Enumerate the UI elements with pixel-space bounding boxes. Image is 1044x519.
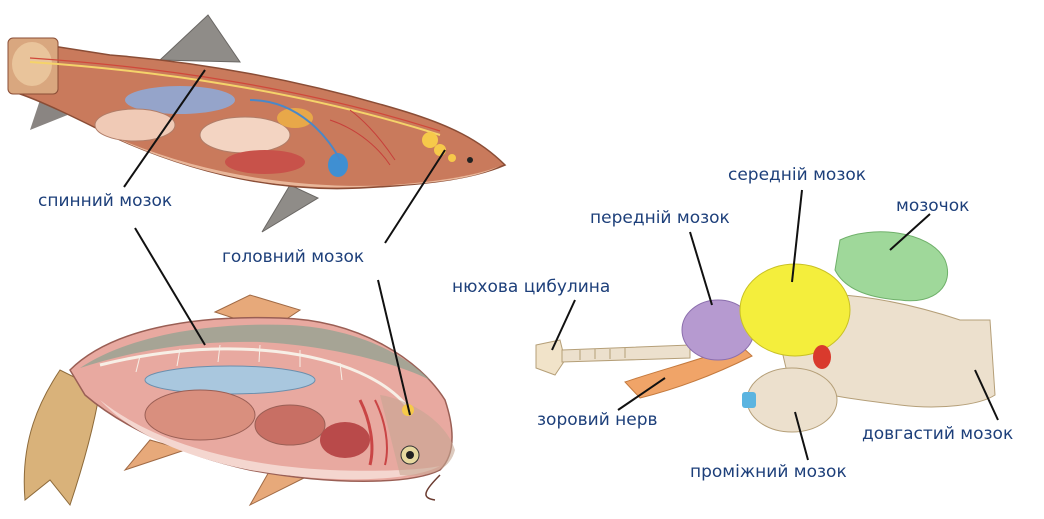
fish-illustration [24, 295, 455, 505]
label-brain: головний мозок [222, 247, 364, 267]
label-optic-nerve: зоровий нерв [537, 410, 658, 430]
label-midbrain: середній мозок [728, 165, 866, 185]
leader-forebrain [690, 232, 712, 305]
leader-olfactory [552, 300, 575, 350]
label-forebrain: передній мозок [590, 208, 730, 228]
label-cerebellum: мозочок [896, 196, 969, 216]
label-olfactory-bulb: нюхова цибулина [452, 277, 610, 297]
label-spinal-cord: спинний мозок [38, 191, 172, 211]
label-medulla: довгастий мозок [862, 424, 1013, 444]
brain-illustration [536, 232, 995, 432]
label-diencephalon: проміжний мозок [690, 462, 847, 482]
